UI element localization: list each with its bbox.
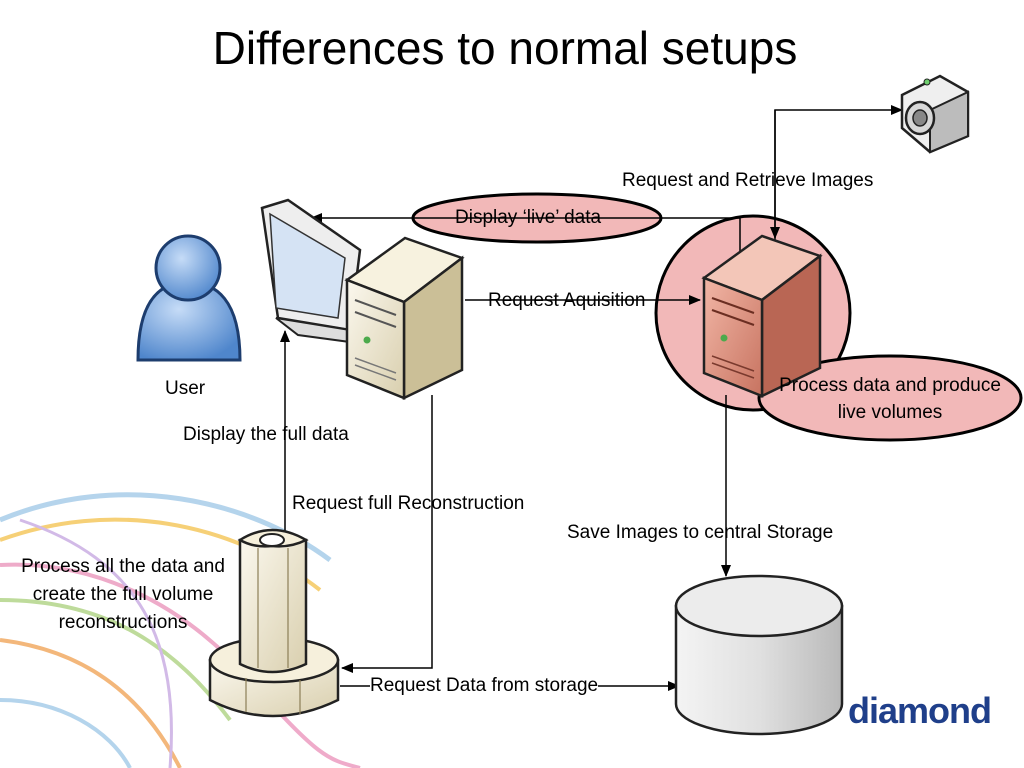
label-display-live-data: Display ‘live’ data (455, 207, 602, 228)
compute-cluster-icon (208, 528, 340, 718)
storage-cylinder-icon (674, 574, 844, 736)
label-process-all: Process all the data and create the full… (21, 556, 225, 633)
user-icon (136, 234, 242, 362)
workstation-tower-icon (344, 236, 465, 400)
label-request-data-storage: Request Data from storage (370, 675, 599, 697)
label-request-full-reconstruction: Request full Reconstruction (292, 493, 525, 514)
label-user: User (165, 378, 206, 399)
label-request-aquisition: Request Aquisition (488, 290, 646, 311)
label-save-images: Save Images to central Storage (567, 522, 834, 543)
label-display-full-data: Display the full data (183, 424, 349, 445)
acquisition-server-icon (701, 234, 823, 398)
camera-icon (900, 74, 970, 154)
label-process-live: Process data and produce live volumes (779, 375, 1001, 423)
label-request-retrieve-images: Request and Retrieve Images (622, 170, 874, 191)
highlight-live-volumes (757, 354, 1023, 442)
diamond-logo: diamond (848, 690, 992, 731)
page-title: Differences to normal setups (212, 22, 798, 74)
